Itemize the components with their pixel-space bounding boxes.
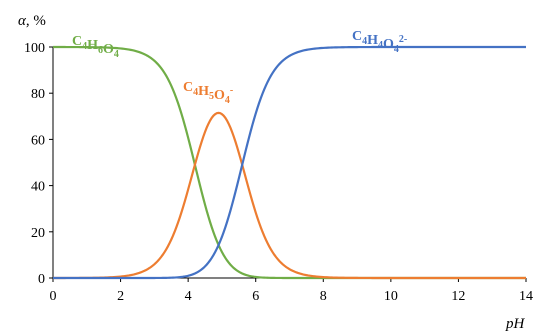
series-label-1: C4H5O4- bbox=[183, 80, 233, 106]
x-tick-label: 10 bbox=[384, 289, 398, 304]
formula-subscript: 4 bbox=[362, 36, 367, 47]
y-tick-label: 40 bbox=[31, 180, 45, 195]
formula-part: H bbox=[198, 84, 209, 99]
formula-subscript: 4 bbox=[82, 41, 87, 52]
formula-subscript: 4 bbox=[114, 49, 119, 60]
y-tick-label: 0 bbox=[38, 272, 45, 287]
formula-part: H bbox=[87, 38, 98, 53]
x-tick-label: 4 bbox=[185, 289, 192, 304]
formula-subscript: 4 bbox=[394, 44, 399, 55]
series-line-1 bbox=[52, 111, 526, 280]
x-tick-label: 0 bbox=[50, 289, 57, 304]
curves bbox=[52, 45, 526, 280]
formula-subscript: 4 bbox=[378, 40, 383, 51]
x-tick-label: 12 bbox=[451, 289, 465, 304]
formula-subscript: 6 bbox=[98, 45, 103, 56]
formula-part: O bbox=[383, 37, 394, 52]
y-axis-symbol: α bbox=[18, 13, 27, 29]
formula-part: C bbox=[352, 29, 362, 44]
formula-superscript: 2- bbox=[399, 34, 407, 45]
y-tick-label: 100 bbox=[24, 41, 45, 56]
series-label-2: C4H4O42- bbox=[352, 29, 407, 55]
formula-subscript: 5 bbox=[209, 91, 214, 102]
series-label-0: C4H6O4 bbox=[72, 34, 119, 60]
y-tick-label: 80 bbox=[31, 87, 45, 102]
x-tick-label: 2 bbox=[117, 289, 124, 304]
series-line-2 bbox=[53, 45, 526, 280]
x-tick-label: 6 bbox=[252, 289, 259, 304]
x-tick-label: 8 bbox=[320, 289, 327, 304]
y-axis-unit: , % bbox=[26, 13, 46, 29]
formula-superscript: - bbox=[230, 85, 233, 96]
formula-subscript: 4 bbox=[193, 87, 198, 98]
x-tick-label: 14 bbox=[519, 289, 533, 304]
formula-part: H bbox=[367, 33, 378, 48]
formula-part: O bbox=[214, 88, 225, 103]
formula-part: C bbox=[183, 80, 193, 95]
y-tick-label: 20 bbox=[31, 226, 45, 241]
y-axis-label: α, % bbox=[18, 13, 46, 29]
formula-part: O bbox=[103, 42, 114, 57]
formula-part: C bbox=[72, 34, 82, 49]
series-line-0 bbox=[52, 45, 526, 280]
formula-subscript: 4 bbox=[225, 95, 230, 106]
x-axis-label: pH bbox=[505, 316, 526, 332]
y-tick-label: 60 bbox=[31, 133, 45, 148]
